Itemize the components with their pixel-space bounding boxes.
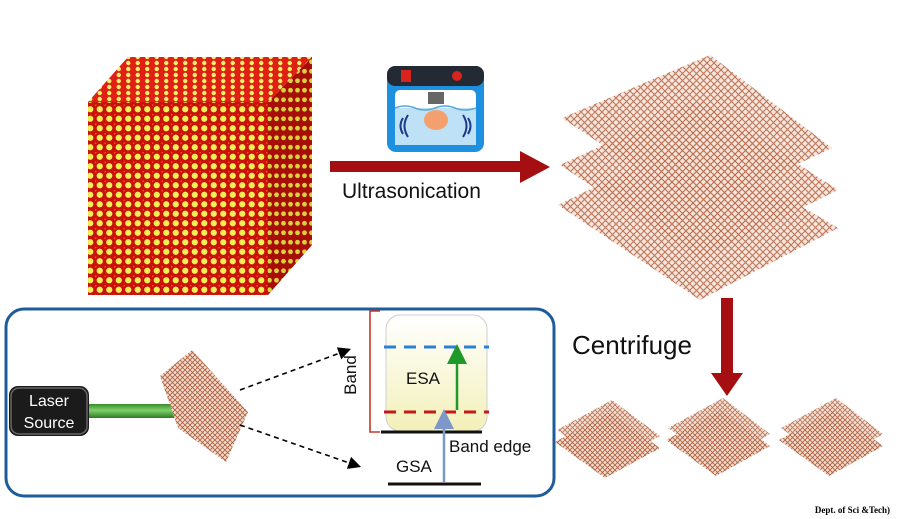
centrifuge-arrow [711,298,743,396]
centrifuge-label: Centrifuge [572,330,692,360]
band-bracket [369,310,380,433]
nanosheet [666,398,770,476]
esa-label: ESA [406,369,441,388]
band-edge-label: Band edge [449,437,531,456]
nanosheet [779,398,883,476]
laser-label-line2: Source [24,415,75,432]
projection-arrow-upper [239,347,352,391]
laser-label-line1: Laser [29,393,70,410]
cube-front-face [88,102,268,295]
band-label: Band [341,355,360,395]
cube-top-face [88,57,312,102]
cube-side-face [268,57,312,295]
exfoliated-layer-stack [558,55,838,300]
layer-sheet [562,55,832,210]
ultrasonication-label: Ultrasonication [342,180,481,203]
nanosheet [555,400,660,478]
ultrasonic-bath-icon [387,66,484,152]
illuminated-nanosheet [160,350,248,462]
laser-source-box [9,386,89,436]
nonlinear-optics-panel [4,307,556,498]
projection-arrow-lower [239,424,362,469]
bulk-crystal-cube [88,57,312,295]
ultrasonication-arrow [330,151,550,183]
nanosheets-row [555,398,883,478]
gsa-label: GSA [396,457,433,476]
credit-text: Dept. of Sci &Tech) [814,505,890,515]
